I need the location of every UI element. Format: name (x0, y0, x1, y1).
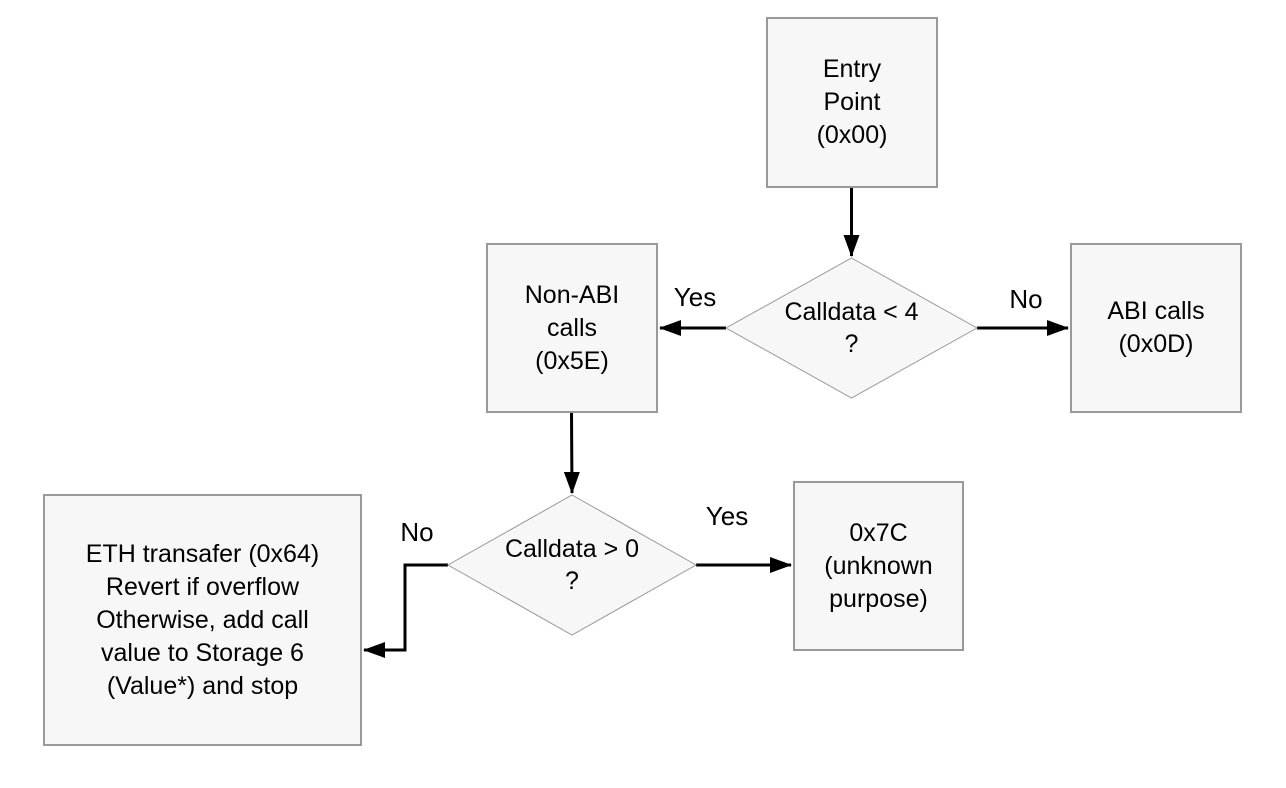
node-abi-calls: ABI calls (0x0D) (1070, 243, 1242, 413)
edge-non-abi-to-decision2 (563, 412, 580, 494)
edge-label-yes-2: Yes (705, 501, 749, 531)
edge-label-no-1: No (1009, 284, 1043, 314)
decision-diamond-calldata-gt-0 (446, 494, 698, 636)
edge-decision2-no-to-eth (363, 563, 448, 658)
node-entry-point: Entry Point (0x00) (766, 17, 938, 188)
decision-diamond-calldata-lt-4 (724, 257, 979, 399)
edge-label-no-2: No (400, 517, 434, 547)
node-eth-transfer: ETH transafer (0x64) Revert if overflow … (43, 494, 362, 746)
node-non-abi-calls: Non-ABI calls (0x5E) (486, 243, 658, 413)
node-unknown-0x7c: 0x7C (unknown purpose) (793, 481, 964, 651)
edge-label-yes-1: Yes (673, 282, 717, 312)
